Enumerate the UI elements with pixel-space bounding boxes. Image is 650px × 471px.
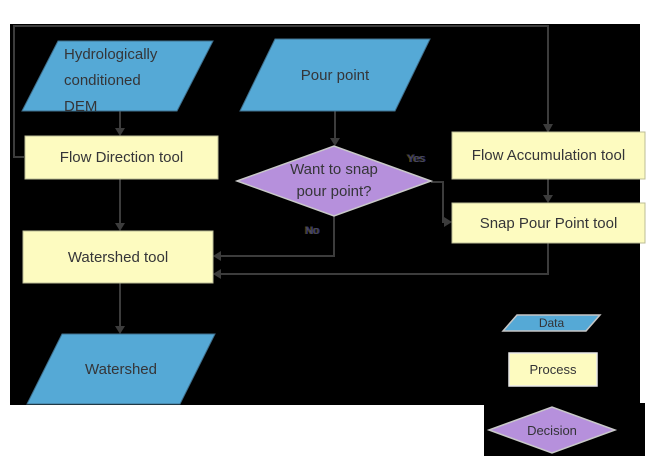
edge-flowdir-to-flowacc: [13, 25, 549, 158]
arrowhead-flowdir: [115, 128, 125, 136]
arrowhead-watershedtool-right-lower: [213, 269, 221, 279]
node-dem-shape: [21, 40, 214, 112]
edge-decision-yes-to-snap: [431, 181, 444, 223]
arrowhead-watershedtool-top: [115, 223, 125, 231]
node-flow-accumulation-shape: [451, 131, 646, 180]
arrowhead-flowacc: [543, 124, 553, 133]
arrowheads: [115, 124, 553, 334]
arrowhead-watershed: [115, 326, 125, 334]
edge-decision-no-to-watershedtool: [221, 216, 335, 257]
arrowhead-snap-top: [543, 195, 553, 203]
legend-process-shape: [508, 352, 598, 387]
edge-snap-to-watershedtool: [221, 243, 549, 275]
node-watershed-shape: [26, 333, 216, 405]
arrowhead-decision: [330, 138, 340, 146]
connector-lines: [13, 25, 549, 326]
arrowhead-watershedtool-right-upper: [213, 251, 221, 261]
legend-data-shape: [501, 314, 602, 332]
node-watershed-tool-shape: [22, 230, 214, 284]
node-decision-shape: [234, 145, 434, 217]
node-flow-direction-shape: [24, 135, 219, 180]
node-snap-pour-point-shape: [451, 202, 646, 244]
node-pour-point-shape: [239, 38, 431, 112]
legend-decision-shape: [486, 406, 618, 454]
arrowhead-snap-left: [444, 217, 452, 227]
